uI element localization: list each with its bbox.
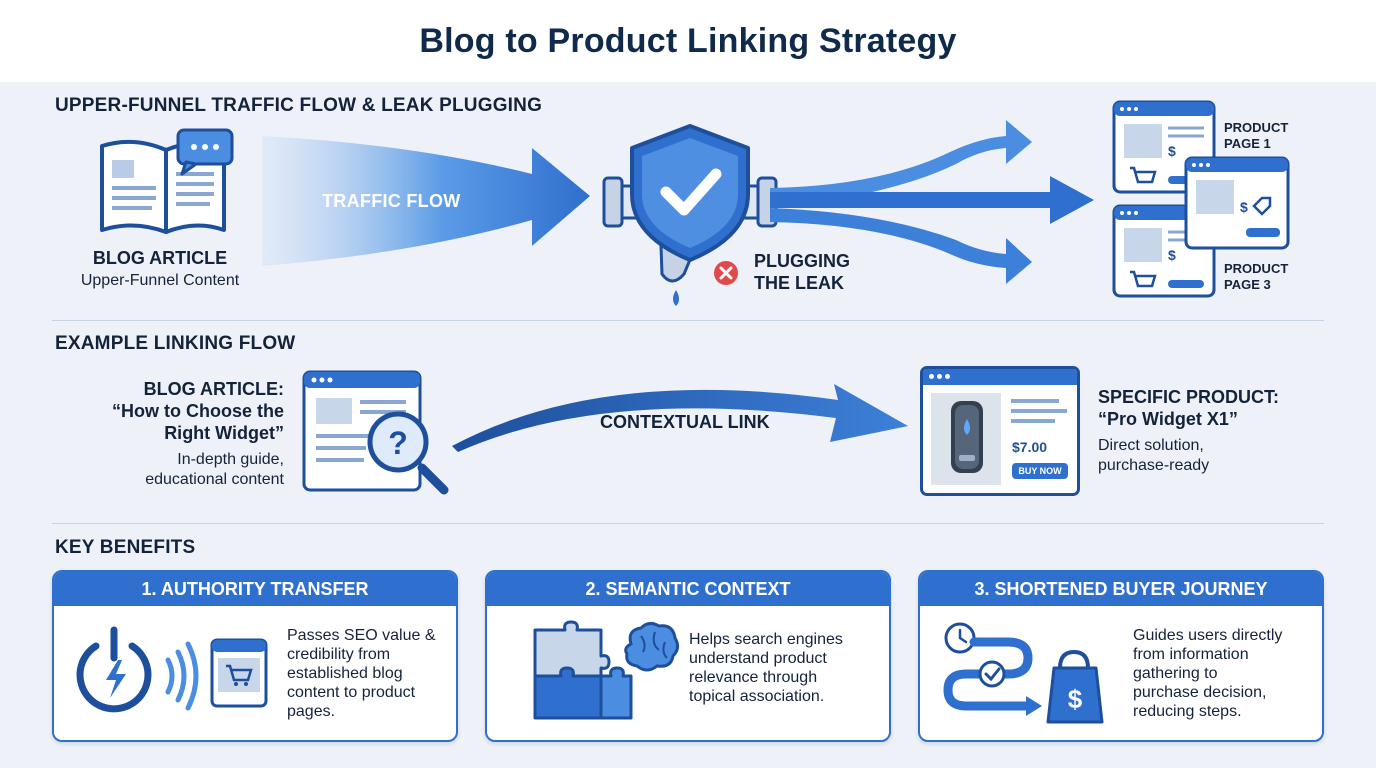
blog-search-icon: ? bbox=[302, 370, 449, 495]
power-signal-cart-icon bbox=[76, 626, 268, 713]
buy-now-button[interactable]: BUY NOW bbox=[1012, 463, 1068, 479]
title-bar: Blog to Product Linking Strategy bbox=[0, 0, 1376, 82]
clock-path-bag-icon: $ bbox=[943, 622, 1104, 724]
specific-product-title: SPECIFIC PRODUCT: “Pro Widget X1” bbox=[1098, 387, 1280, 429]
benefit-card-description: Guides users directly from information g… bbox=[1133, 627, 1283, 720]
product-price: $7.00 bbox=[1012, 439, 1048, 455]
price-symbol-3: $ bbox=[1168, 247, 1176, 263]
puzzle-brain-icon bbox=[533, 620, 680, 720]
benefit-card-title: 3. SHORTENED BUYER JOURNEY bbox=[920, 572, 1322, 606]
benefit-card-title: 2. SEMANTIC CONTEXT bbox=[487, 572, 889, 606]
traffic-flow-label: TRAFFIC FLOW bbox=[322, 191, 461, 211]
open-book-icon bbox=[100, 128, 234, 234]
specific-product-description: Direct solution, purchase-ready bbox=[1098, 437, 1210, 474]
product-page-3-label: PRODUCT PAGE 3 bbox=[1224, 261, 1289, 292]
section-heading-traffic-flow: UPPER-FUNNEL TRAFFIC FLOW & LEAK PLUGGIN… bbox=[55, 95, 543, 116]
browser-titlebar bbox=[923, 369, 1077, 385]
widget-product-image bbox=[931, 393, 1001, 485]
split-arrows bbox=[770, 120, 1094, 284]
product-browser-card[interactable]: $7.00 BUY NOW bbox=[920, 366, 1080, 496]
product-page-1-label: PRODUCT PAGE 1 bbox=[1224, 120, 1289, 151]
example-blog-description: In-depth guide, educational content bbox=[145, 451, 284, 488]
traffic-flow-arrow bbox=[262, 136, 590, 266]
divider-2 bbox=[52, 523, 1324, 524]
price-symbol-2: $ bbox=[1240, 199, 1248, 215]
example-blog-title: BLOG ARTICLE: “How to Choose the Right W… bbox=[112, 379, 284, 443]
divider-1 bbox=[52, 320, 1324, 321]
section-heading-linking-flow: EXAMPLE LINKING FLOW bbox=[55, 333, 296, 354]
blog-article-subtitle: Upper-Funnel Content bbox=[80, 272, 240, 289]
price-symbol-1: $ bbox=[1168, 143, 1176, 159]
benefit-card-description: Helps search engines understand product … bbox=[689, 631, 843, 705]
plugging-leak-label: PLUGGING THE LEAK bbox=[754, 251, 851, 293]
benefit-card-shortened-journey: 3. SHORTENED BUYER JOURNEY $ Guides user… bbox=[918, 570, 1324, 742]
svg-text:$: $ bbox=[1068, 684, 1083, 714]
contextual-link-arrow bbox=[452, 384, 908, 452]
svg-text:?: ? bbox=[388, 425, 408, 461]
benefit-card-description: Passes SEO value & credibility from esta… bbox=[287, 627, 436, 720]
benefit-card-authority-transfer: 1. AUTHORITY TRANSFER Passes SEO value &… bbox=[52, 570, 458, 742]
blog-article-title: BLOG ARTICLE bbox=[92, 248, 228, 268]
benefit-card-title: 1. AUTHORITY TRANSFER bbox=[54, 572, 456, 606]
shield-pipe-icon bbox=[602, 124, 778, 306]
page-title: Blog to Product Linking Strategy bbox=[419, 21, 957, 60]
contextual-link-label: CONTEXTUAL LINK bbox=[600, 412, 770, 432]
benefit-card-semantic-context: 2. SEMANTIC CONTEXT Helps search engines… bbox=[485, 570, 891, 742]
product-pages-icon: $ $ $ bbox=[1112, 100, 1290, 298]
section-heading-key-benefits: KEY BENEFITS bbox=[55, 537, 196, 558]
